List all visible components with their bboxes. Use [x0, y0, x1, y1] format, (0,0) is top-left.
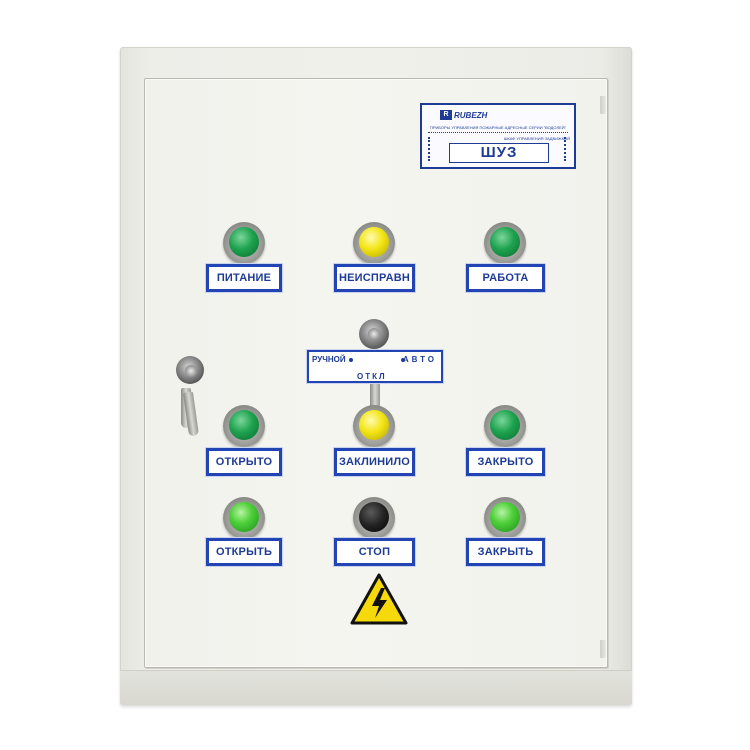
mode-key-switch[interactable] [359, 319, 389, 349]
brand-name: RUBEZH [454, 110, 488, 120]
jammed-label: ЗАКЛИНИЛО [333, 447, 416, 477]
open-state-label: ОТКРЫТО [205, 447, 283, 477]
high-voltage-warning-icon [350, 573, 408, 625]
mode-auto-label: АВТО [402, 355, 437, 364]
closed-indicator-lamp [484, 405, 526, 447]
open-indicator-lamp [223, 405, 265, 447]
power-label: ПИТАНИЕ [205, 263, 283, 293]
lamp-lens [490, 410, 520, 440]
nameplate: R RUBEZH ПРИБОРЫ УПРАВЛЕНИЯ ПОЖАРНЫЕ АДР… [420, 103, 576, 169]
series-text: ПРИБОРЫ УПРАВЛЕНИЯ ПОЖАРНЫЕ АДРЕСНЫЕ СЕР… [429, 125, 567, 130]
model-title: ШУЗ [449, 143, 549, 163]
stop-button-label: СТОП [333, 537, 416, 567]
door-hinge-top [600, 96, 606, 114]
mode-manual-dot [349, 358, 353, 362]
door-hinge-bottom [600, 640, 606, 658]
nameplate-dot-column-right [564, 137, 568, 161]
power-indicator-lamp [223, 222, 265, 264]
button-cap [229, 502, 259, 532]
mode-off-label: ОТКЛ [357, 372, 387, 381]
door-lock[interactable] [176, 356, 204, 384]
mode-switch-plate: РУЧНОЙ АВТО ОТКЛ [306, 349, 444, 384]
operation-indicator-lamp [484, 222, 526, 264]
closed-state-label: ЗАКРЫТО [465, 447, 546, 477]
lamp-lens [229, 410, 259, 440]
mode-auto-dot [401, 358, 405, 362]
fault-indicator-lamp [353, 222, 395, 264]
stop-push-button[interactable] [353, 497, 395, 539]
open-push-button[interactable] [223, 497, 265, 539]
lamp-lens [359, 410, 389, 440]
fault-label: НЕИСПРАВН [333, 263, 416, 293]
close-push-button[interactable] [484, 497, 526, 539]
button-cap [359, 502, 389, 532]
brand-logo: R RUBEZH [440, 109, 487, 121]
lamp-lens [229, 227, 259, 257]
product-text: ШКАФ УПРАВЛЕНИЯ ЗАДВИЖКОЙ [503, 136, 570, 141]
nameplate-divider [428, 132, 568, 134]
jammed-indicator-lamp [353, 405, 395, 447]
mode-key-icon[interactable] [370, 380, 380, 414]
cabinet-bottom-edge [120, 670, 632, 705]
open-button-label: ОТКРЫТЬ [205, 537, 283, 567]
lamp-lens [490, 227, 520, 257]
lamp-lens [359, 227, 389, 257]
brand-logo-icon: R [440, 110, 452, 120]
mode-manual-label: РУЧНОЙ [312, 355, 346, 364]
operation-label: РАБОТА [465, 263, 546, 293]
nameplate-divider-bottom [428, 167, 568, 169]
button-cap [490, 502, 520, 532]
close-button-label: ЗАКРЫТЬ [465, 537, 546, 567]
nameplate-dot-column-left [428, 137, 432, 161]
